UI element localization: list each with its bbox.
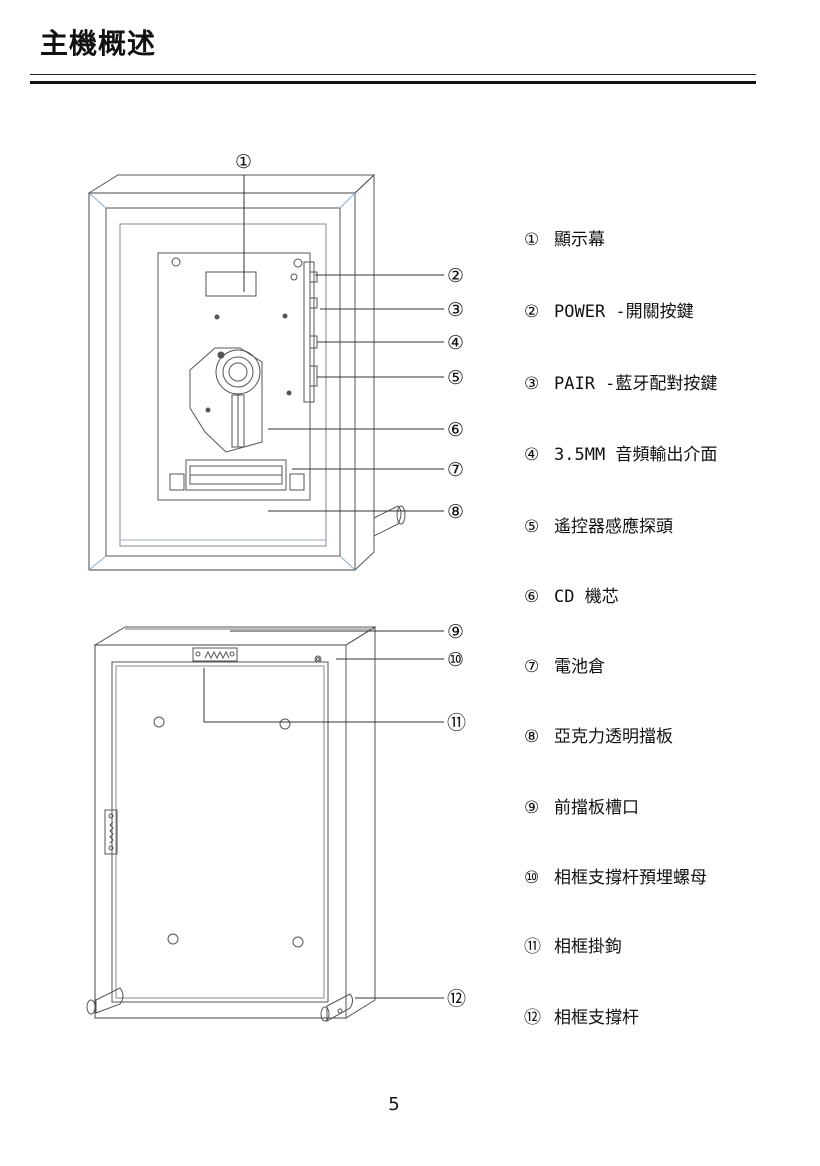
callout-11: ⑪ <box>447 712 466 734</box>
back-frame-drawing <box>87 627 375 1021</box>
callout-5: ⑤ <box>447 367 464 389</box>
callout-3: ③ <box>447 299 464 321</box>
callout-9: ⑨ <box>447 621 464 643</box>
callout-7: ⑦ <box>447 459 464 481</box>
callout-12: ⑫ <box>447 988 466 1010</box>
callout-6: ⑥ <box>447 419 464 441</box>
callout-1: ① <box>235 151 252 173</box>
page-number: 5 <box>0 1094 788 1115</box>
callout-4: ④ <box>447 332 464 354</box>
callout-2: ② <box>447 265 464 287</box>
callout-10: ⑩ <box>447 649 464 671</box>
callout-8: ⑧ <box>447 501 464 523</box>
